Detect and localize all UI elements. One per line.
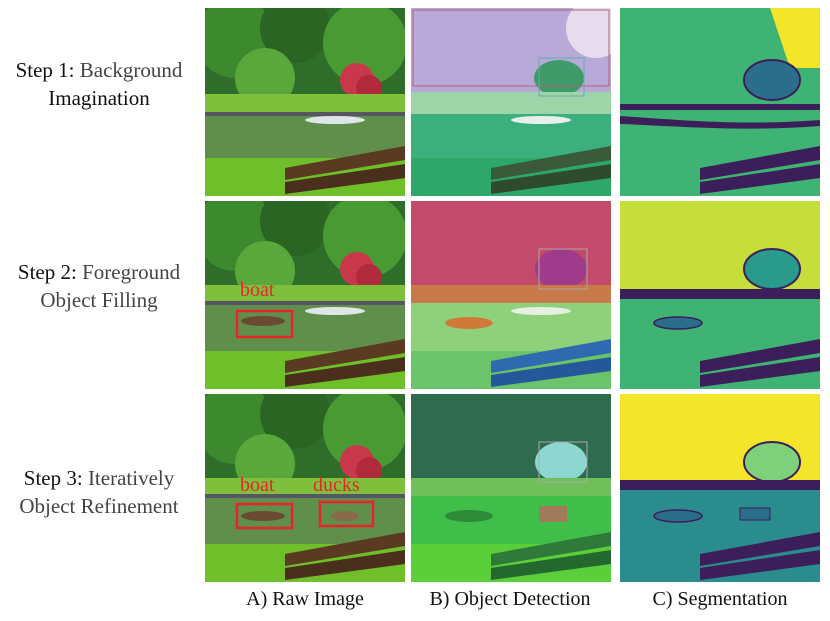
box-label-boat: boat bbox=[240, 474, 275, 496]
row-label-step3: Step 3: Iteratively Object Refinement bbox=[0, 464, 198, 520]
step-description: Object Filling bbox=[40, 288, 158, 312]
detection-image-step1 bbox=[411, 8, 611, 196]
step-description: Object Refinement bbox=[19, 494, 179, 518]
box-label-boat: boat bbox=[240, 279, 275, 301]
column-label-raw-image: A) Raw Image bbox=[246, 588, 364, 610]
box-label-ducks: ducks bbox=[313, 474, 360, 496]
raw-image-step1 bbox=[205, 8, 405, 196]
raw-image-step3: boat ducks bbox=[205, 394, 405, 582]
step-description: Imagination bbox=[48, 86, 150, 110]
step-description: Foreground bbox=[82, 260, 181, 284]
row-label-step2: Step 2: Foreground Object Filling bbox=[0, 258, 198, 314]
step-description: Background bbox=[79, 58, 183, 82]
segmentation-image-step3 bbox=[620, 394, 820, 582]
row-label-step1: Step 1: Background Imagination bbox=[0, 56, 198, 112]
column-label-segmentation: C) Segmentation bbox=[652, 588, 788, 610]
step-number: Step 1: bbox=[15, 58, 75, 82]
segmentation-image-step1 bbox=[620, 8, 820, 196]
raw-image-step2: boat bbox=[205, 201, 405, 389]
step-description: Iteratively bbox=[87, 466, 175, 490]
segmentation-image-step2 bbox=[620, 201, 820, 389]
detection-image-step2 bbox=[411, 201, 611, 389]
detection-image-step3 bbox=[411, 394, 611, 582]
step-number: Step 3: bbox=[23, 466, 83, 490]
step-number: Step 2: bbox=[17, 260, 77, 284]
column-label-object-detection: B) Object Detection bbox=[429, 588, 591, 610]
